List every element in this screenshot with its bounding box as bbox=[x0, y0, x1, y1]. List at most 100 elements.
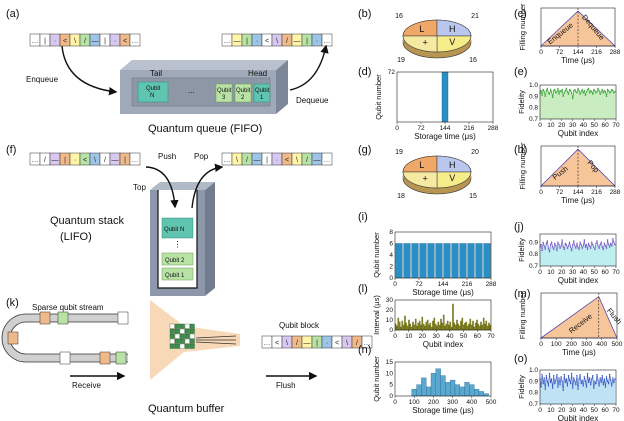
fidelity-point bbox=[548, 93, 551, 95]
fidelity-point bbox=[577, 246, 579, 248]
fidelity-point bbox=[556, 91, 558, 93]
plot-frame bbox=[539, 233, 617, 267]
y-axis-label: Fidelity bbox=[517, 90, 526, 114]
block-label: Qubit block bbox=[279, 321, 320, 330]
fidelity-point bbox=[612, 238, 614, 240]
bar bbox=[474, 322, 477, 331]
qubit-cell bbox=[361, 335, 373, 349]
buffer-grid-cell bbox=[179, 323, 185, 329]
x-tick-label: 10 bbox=[547, 122, 555, 129]
panel-label-e: (e) bbox=[514, 66, 527, 78]
fidelity-point bbox=[575, 384, 577, 386]
qubit-2-label-1: Qubit bbox=[236, 88, 251, 94]
fidelity-point bbox=[563, 92, 565, 94]
fidelity-point bbox=[612, 377, 614, 379]
qubit-glyph: … bbox=[32, 157, 39, 164]
x-tick-label: 50 bbox=[460, 333, 468, 340]
bar bbox=[397, 317, 400, 331]
buffer-grid-cell bbox=[189, 338, 195, 344]
x-tick-label: 20 bbox=[558, 407, 566, 414]
stream-qubit bbox=[7, 331, 19, 345]
y-tick-label: 0.9 bbox=[529, 93, 538, 100]
fidelity-point bbox=[604, 91, 607, 93]
qubit-glyph: < bbox=[83, 157, 87, 164]
queue-tail-label: Tail bbox=[150, 69, 162, 78]
stack-qubit-1: Qubit 1 bbox=[165, 273, 185, 279]
bar bbox=[464, 382, 470, 397]
x-tick-label: 144 bbox=[573, 49, 584, 56]
qubit-glyph: < bbox=[63, 38, 67, 45]
buffer-grid-cell bbox=[169, 343, 175, 349]
fidelity-point bbox=[554, 88, 556, 91]
qubit-2-label-2: 2 bbox=[241, 95, 245, 101]
fidelity-point bbox=[559, 247, 561, 249]
fidelity-point bbox=[588, 377, 591, 379]
fidelity-point bbox=[598, 385, 600, 387]
fidelity-point bbox=[585, 386, 588, 388]
fidelity-point bbox=[562, 389, 564, 392]
fidelity-point bbox=[602, 248, 605, 251]
fidelity-point bbox=[541, 94, 543, 96]
fidelity-point bbox=[549, 88, 552, 91]
qubit-strip-left: …|·<\/—|·<… bbox=[29, 33, 141, 47]
y-tick-label: 1.0 bbox=[529, 82, 538, 89]
fidelity-point bbox=[578, 248, 580, 251]
qubit-n-label-2: N bbox=[150, 93, 154, 99]
bar bbox=[460, 320, 462, 331]
qubit-glyph: | bbox=[316, 340, 318, 347]
bar bbox=[420, 324, 422, 331]
x-tick-label: 216 bbox=[464, 125, 475, 132]
x-tick-label: 50 bbox=[591, 122, 599, 129]
qubit-glyph: — bbox=[52, 157, 59, 164]
qubit-glyph: < bbox=[285, 157, 289, 164]
fidelity-point bbox=[543, 91, 545, 93]
stream-qubit bbox=[115, 351, 127, 365]
panel-label-g: (g) bbox=[358, 144, 371, 156]
fidelity-point bbox=[553, 374, 555, 377]
bar bbox=[409, 323, 412, 331]
pie-slice-V bbox=[436, 171, 472, 189]
qubit-glyph: | bbox=[124, 157, 126, 164]
pie-count: 18 bbox=[397, 193, 405, 200]
bar bbox=[436, 325, 438, 331]
x-tick-label: 0 bbox=[538, 407, 542, 414]
fidelity-point bbox=[605, 247, 608, 249]
pie-count: 19 bbox=[397, 57, 405, 64]
stream-qubits bbox=[7, 311, 129, 365]
fidelity-point bbox=[607, 243, 610, 246]
panel-a-queue: (a) …|·<\/—|·<… …—|·<\/—|·… Tail Head Qu… bbox=[6, 8, 333, 135]
y-tick-label: 0.7 bbox=[529, 116, 538, 123]
fidelity-point bbox=[585, 243, 588, 246]
fidelity-point bbox=[562, 95, 564, 98]
fidelity-point bbox=[564, 242, 567, 245]
bar bbox=[461, 317, 464, 331]
fidelity-point bbox=[578, 378, 580, 380]
bar bbox=[428, 324, 430, 331]
fidelity-point bbox=[587, 87, 590, 90]
bar bbox=[412, 321, 414, 331]
bar bbox=[464, 322, 466, 331]
qubit-glyph: / bbox=[84, 38, 86, 45]
fidelity-point bbox=[613, 241, 615, 243]
x-tick-label: 216 bbox=[591, 189, 602, 196]
fidelity-point bbox=[605, 95, 608, 98]
fidelity-point bbox=[588, 92, 591, 94]
pie-slice-H bbox=[436, 19, 472, 37]
x-tick-label: 0 bbox=[395, 125, 399, 132]
bar bbox=[421, 377, 427, 397]
qubit-1-label-2: 1 bbox=[260, 95, 264, 101]
x-tick-label: 10 bbox=[547, 407, 555, 414]
qubit-glyph: \ bbox=[74, 38, 76, 45]
fidelity-point bbox=[564, 381, 567, 384]
fidelity-point bbox=[603, 242, 606, 245]
fidelity-point bbox=[568, 241, 571, 243]
fidelity-point bbox=[547, 247, 550, 249]
qubit-glyph: / bbox=[44, 157, 46, 164]
qubit-glyph: … bbox=[132, 157, 139, 164]
bar bbox=[457, 323, 460, 331]
fidelity-point bbox=[553, 248, 555, 251]
fidelity-point bbox=[542, 241, 544, 243]
pie-label: + bbox=[422, 38, 427, 48]
fidelity-point bbox=[604, 386, 607, 388]
fidelity-point bbox=[610, 242, 612, 245]
